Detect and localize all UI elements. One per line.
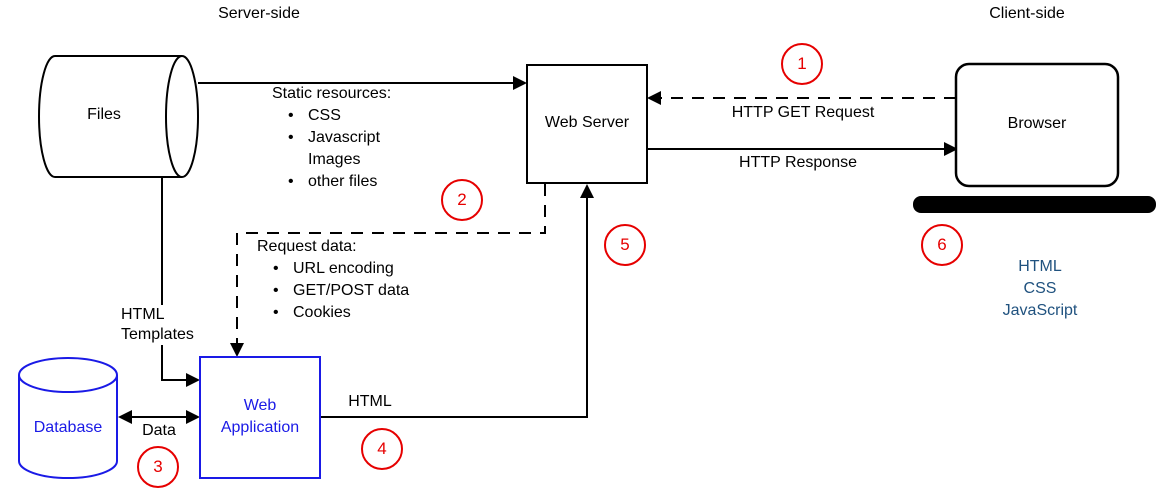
step-number: 1 [797, 54, 807, 73]
step-number: 6 [937, 235, 947, 254]
static-resources-title: Static resources: [272, 85, 392, 102]
list-item: Cookies [273, 302, 409, 324]
step-6-badge: 6 [921, 224, 963, 266]
http-response-label: HTTP Response [739, 154, 857, 171]
files-cylinder-body [38, 55, 182, 178]
html-label: HTML [348, 393, 392, 410]
step-3-badge: 3 [137, 446, 179, 488]
list-item: CSS [288, 105, 391, 127]
request-data-note: Request data: URL encoding GET/POST data… [257, 236, 409, 324]
http-get-request-label: HTTP GET Request [731, 104, 875, 121]
laptop-base-shape [913, 196, 1156, 213]
html-templates-label: HTML Templates [119, 305, 196, 345]
request-data-line [236, 184, 546, 344]
step-number: 2 [457, 190, 467, 209]
database-label: Database [33, 419, 103, 436]
browser-label: Browser [1007, 115, 1067, 132]
templates-arrowhead [186, 373, 200, 387]
files-to-webserver-arrowhead [513, 76, 527, 90]
database-cylinder-cap [18, 357, 118, 393]
step-number: 4 [377, 439, 387, 458]
files-label: Files [87, 106, 121, 123]
list-item: Javascript Images [288, 127, 391, 171]
html-arrowhead [580, 184, 594, 198]
html-line [320, 197, 588, 418]
web-server-box [526, 64, 648, 184]
list-item: URL encoding [273, 258, 409, 280]
step-5-badge: 5 [604, 224, 646, 266]
request-data-title: Request data: [257, 238, 357, 255]
server-side-label: Server-side [218, 5, 300, 22]
step-number: 3 [153, 457, 163, 476]
static-resources-note: Static resources: CSS Javascript Images … [272, 83, 391, 193]
data-arrowhead-left [118, 410, 132, 424]
http-response-arrowhead [944, 142, 958, 156]
data-label: Data [142, 422, 176, 439]
client-tech-label: HTML CSS JavaScript [1002, 258, 1078, 319]
files-cylinder-cap [165, 55, 199, 178]
step-number: 5 [620, 235, 630, 254]
request-data-list: URL encoding GET/POST data Cookies [257, 258, 409, 324]
templates-line [161, 177, 186, 381]
list-item: other files [288, 171, 391, 193]
request-data-arrowhead [230, 343, 244, 357]
web-server-label: Web Server [544, 114, 630, 131]
data-arrowhead-right [186, 410, 200, 424]
step-2-badge: 2 [441, 179, 483, 221]
client-side-label: Client-side [989, 5, 1065, 22]
browser-box [954, 62, 1120, 188]
step-1-badge: 1 [781, 43, 823, 85]
step-4-badge: 4 [361, 428, 403, 470]
database-cylinder-body [18, 375, 118, 479]
static-resources-list: CSS Javascript Images other files [272, 105, 391, 193]
web-application-label: Web Application [220, 397, 300, 436]
list-item: GET/POST data [273, 280, 409, 302]
http-get-arrowhead [647, 91, 661, 105]
web-application-box [199, 356, 321, 479]
